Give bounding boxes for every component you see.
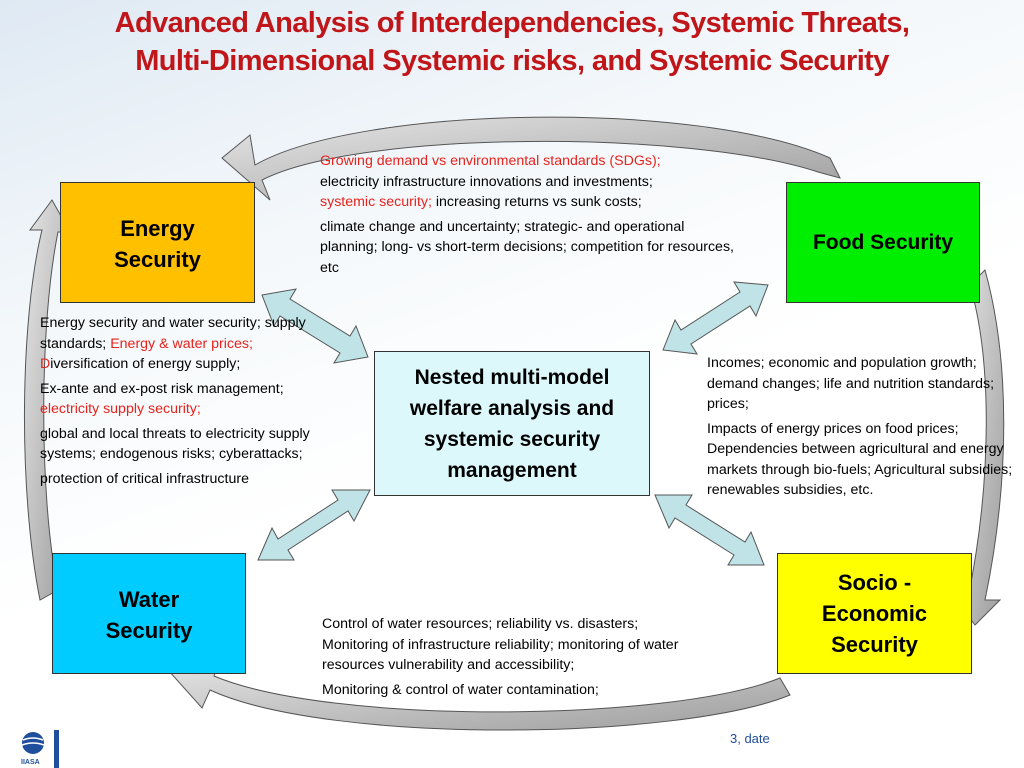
energy-security-box: Energy Security — [60, 182, 255, 303]
socio-economic-security-box: Socio - Economic Security — [777, 553, 972, 674]
energy-box-line-2: Security — [114, 247, 201, 272]
cycle-arrow-right — [954, 269, 1005, 626]
title-line-2: Multi-Dimensional Systemic risks, and Sy… — [135, 45, 889, 77]
center-box-line-3: systemic security — [423, 427, 601, 451]
left-red-text: Energy & water prices; D — [40, 335, 253, 373]
title-line-1: Advanced Analysis of Interdependencies, … — [114, 7, 910, 39]
top-annotation-para-1: Growing demand vs environmental standard… — [320, 151, 740, 213]
top-annotation: Growing demand vs environmental standard… — [320, 151, 740, 282]
iiasa-logo-icon: IIASA — [21, 732, 45, 766]
socio-box-line-2: Economic — [821, 601, 928, 626]
right-annotation-para-1: Incomes; economic and population growth;… — [707, 355, 995, 412]
food-security-box: Food Security — [786, 182, 980, 303]
top-text-line-2: increasing returns vs sunk costs; — [431, 194, 642, 210]
left-text-b: iversification of energy supply; — [50, 356, 241, 372]
left-red-text-2: electricity supply security; — [40, 401, 201, 417]
double-arrow-energy-center — [261, 288, 369, 364]
right-annotation-para-2: Impacts of energy prices on food prices;… — [707, 420, 1013, 499]
svg-text:IIASA: IIASA — [21, 759, 40, 766]
left-annotation: Energy security and water security; supp… — [40, 313, 340, 493]
cycle-arrow-top — [221, 116, 841, 201]
bottom-annotation-para-2: Monitoring & control of water contaminat… — [322, 681, 599, 698]
top-annotation-para-2: climate change and uncertainty; strategi… — [320, 218, 734, 276]
top-text-line: electricity infrastructure innovations a… — [320, 173, 653, 190]
socio-box-line-3: Security — [831, 632, 918, 657]
socio-box-line-1: Socio - — [837, 570, 912, 595]
top-red-text-2: systemic security; — [320, 194, 432, 210]
food-box-label: Food Security — [812, 231, 954, 254]
center-box-line-1: Nested multi-model — [414, 365, 610, 389]
left-annotation-para-2: Ex-ante and ex-post risk management; elec… — [40, 379, 340, 420]
bottom-annotation-para-1: Control of water resources; reliability … — [322, 616, 679, 673]
page-number-date: 3, date — [730, 731, 770, 746]
page-title: Advanced Analysis of Interdependencies, … — [0, 4, 1024, 80]
double-arrow-food-center — [662, 281, 769, 355]
left-annotation-para-1: Energy security and water security; supp… — [40, 313, 340, 375]
water-box-line-2: Security — [105, 618, 193, 643]
right-annotation: Incomes; economic and population growth;… — [707, 353, 1017, 505]
left-text-a: Energy security and water security; supp… — [40, 315, 306, 352]
top-red-text: Growing demand vs environmental standard… — [320, 153, 661, 169]
left-text-c: Ex-ante and ex-post risk management; — [40, 380, 284, 397]
energy-box-line-1: Energy — [120, 216, 195, 241]
left-annotation-para-4: protection of critical infrastructure — [40, 470, 249, 487]
logo-divider — [54, 730, 59, 768]
center-management-box: Nested multi-model welfare analysis and … — [374, 351, 650, 496]
bottom-annotation: Control of water resources; reliability … — [322, 614, 692, 704]
center-box-line-2: welfare analysis and — [409, 396, 615, 420]
water-box-line-1: Water — [118, 587, 180, 612]
double-arrow-water-center — [257, 489, 371, 561]
double-arrow-socio-center — [654, 494, 765, 566]
left-annotation-para-3: global and local threats to electricity … — [40, 425, 310, 463]
center-box-line-4: management — [447, 458, 577, 482]
water-security-box: Water Security — [52, 553, 246, 674]
